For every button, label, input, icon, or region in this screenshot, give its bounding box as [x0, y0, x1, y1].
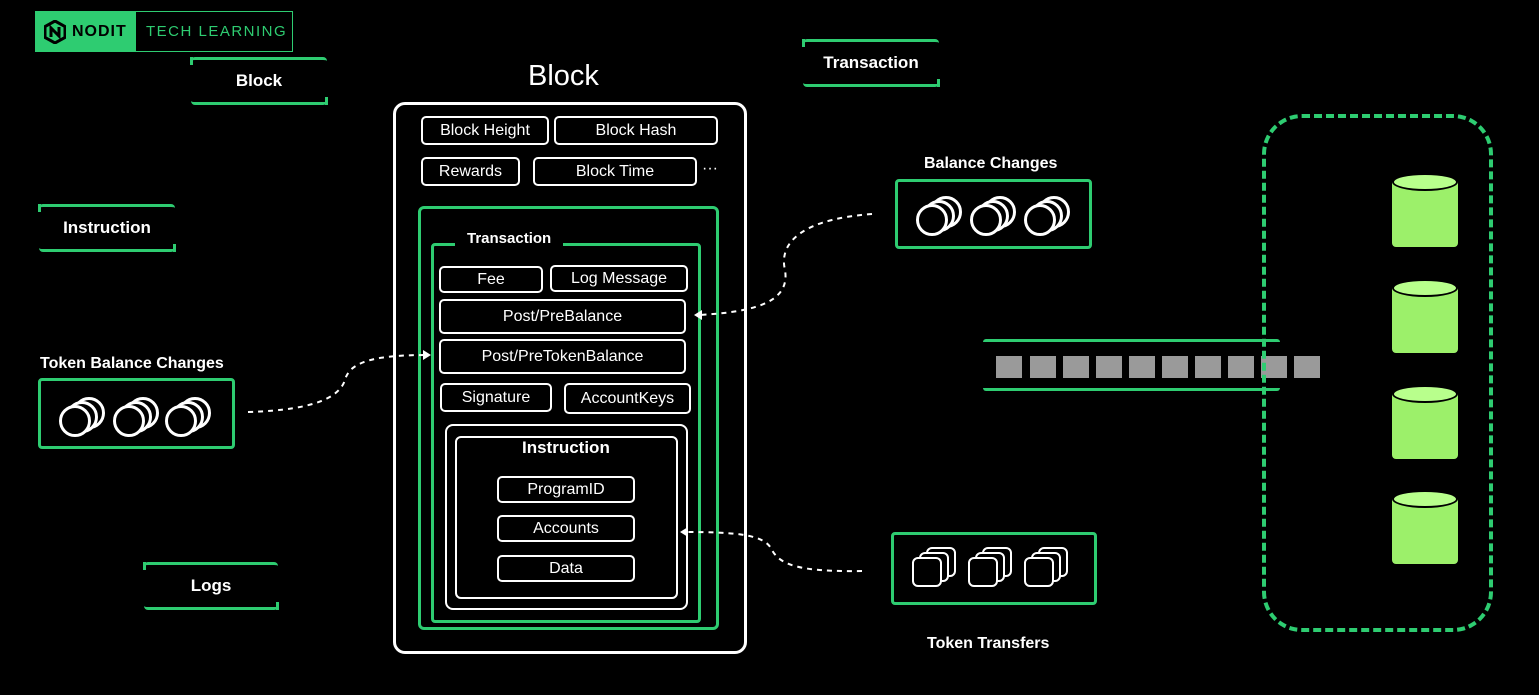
field-program-id: ProgramID	[497, 476, 635, 503]
nodit-logo-icon	[44, 19, 66, 44]
brand-subtitle: TECH LEARNING	[146, 23, 288, 40]
token-stack-icon	[912, 547, 962, 592]
field-accounts: Accounts	[497, 515, 635, 542]
field-pre-token-balance: Post/PreTokenBalance	[439, 339, 686, 374]
token-transfers-box	[891, 532, 1097, 605]
instruction-title: Instruction	[508, 438, 624, 458]
arrow-balance-changes	[697, 213, 873, 316]
queue-frame	[983, 339, 1280, 391]
label-balance-changes: Balance Changes	[924, 155, 1058, 172]
more-ellipsis: ···	[702, 160, 718, 177]
field-block-hash: Block Hash	[554, 116, 718, 145]
coin-stack-icon	[1024, 196, 1074, 236]
field-rewards: Rewards	[421, 157, 520, 186]
coin-stack-icon	[59, 397, 109, 437]
brand-name: NODIT	[72, 22, 127, 40]
queue-item	[1129, 356, 1155, 378]
label-instruction: Instruction	[38, 204, 176, 252]
label-transaction: Transaction	[802, 39, 940, 87]
token-stack-icon	[1024, 547, 1074, 592]
database-cluster	[1262, 114, 1493, 632]
database-icon	[1392, 490, 1458, 564]
block-card	[393, 102, 747, 654]
transaction-outer-frame	[418, 206, 719, 630]
label-logs: Logs	[143, 562, 279, 610]
field-data: Data	[497, 555, 635, 582]
token-stack-icon	[968, 547, 1018, 592]
block-title: Block	[528, 60, 599, 92]
field-block-time: Block Time	[533, 157, 697, 186]
arrowhead	[423, 350, 431, 360]
balance-changes-coins	[895, 179, 1092, 249]
instruction-outer-frame	[445, 424, 688, 610]
transaction-title: Transaction	[455, 230, 564, 247]
transaction-inner-frame	[431, 243, 701, 623]
coin-stack-icon	[970, 196, 1020, 236]
arrowhead	[680, 527, 688, 537]
brand-logo: NODIT	[36, 12, 136, 51]
coin-stack-icon	[165, 397, 215, 437]
instruction-inner-frame	[455, 436, 678, 599]
field-fee: Fee	[439, 266, 543, 293]
queue-item	[1228, 356, 1254, 378]
arrow-token-transfers	[683, 531, 863, 573]
label-block: Block	[190, 57, 328, 105]
queue-item	[1063, 356, 1089, 378]
database-icon	[1392, 385, 1458, 459]
queue-item	[1096, 356, 1122, 378]
coin-stack-icon	[113, 397, 163, 437]
token-balance-coins	[38, 378, 235, 449]
queue-item	[1195, 356, 1221, 378]
field-block-height: Block Height	[421, 116, 549, 145]
queue-item	[996, 356, 1022, 378]
field-pre-balance: Post/PreBalance	[439, 299, 686, 334]
field-log-message: Log Message	[550, 265, 688, 292]
arrowhead	[694, 310, 702, 320]
arrow-token-balance	[247, 354, 429, 413]
database-icon	[1392, 173, 1458, 247]
queue-item	[1294, 356, 1320, 378]
brand-banner: NODIT TECH LEARNING	[35, 11, 293, 52]
queue-item	[1162, 356, 1188, 378]
field-account-keys: AccountKeys	[564, 383, 691, 414]
queue-item	[1030, 356, 1056, 378]
database-icon	[1392, 279, 1458, 353]
label-token-balance-changes: Token Balance Changes	[40, 355, 224, 372]
field-signature: Signature	[440, 383, 552, 412]
queue-item	[1261, 356, 1287, 378]
label-token-transfers: Token Transfers	[927, 635, 1050, 652]
coin-stack-icon	[916, 196, 966, 236]
